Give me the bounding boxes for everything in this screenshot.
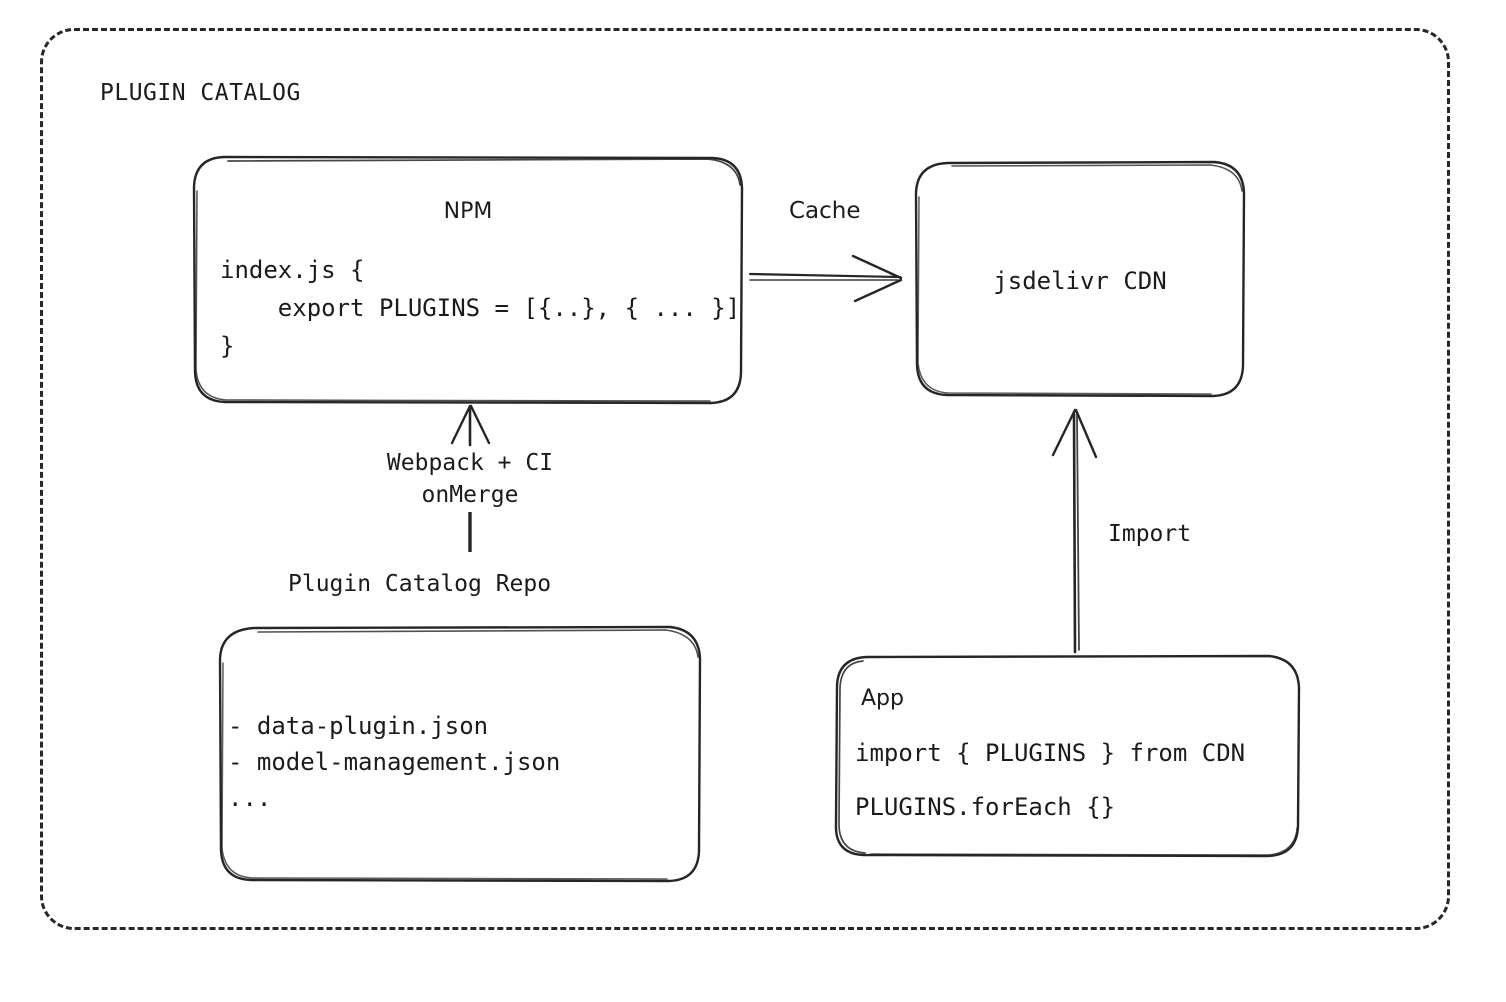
cdn-box-outline [914,160,1246,398]
app-code-line-1: PLUGINS.forEach {} [855,793,1116,821]
edge-label-onmerge: onMerge [421,482,519,508]
repo-box-outline [218,625,702,883]
node-cdn[interactable]: jsdelivr CDN [914,160,1246,398]
diagram-title: PLUGIN CATALOG [100,80,301,106]
edge-label-import: Import [1108,521,1192,547]
node-npm[interactable]: NPM index.js { export PLUGINS = [{..}, {… [192,155,744,405]
node-app[interactable]: App import { PLUGINS } from CDN PLUGINS.… [833,654,1301,858]
npm-code-line-0: index.js { [220,256,365,284]
plugin-catalog-boundary [40,28,1450,930]
repo-file-line-1: - model-management.json [228,748,561,776]
repo-file-line-0: - data-plugin.json [228,712,489,740]
edge-label-webpack-ci: Webpack + CI [386,450,554,476]
app-code-line-0: import { PLUGINS } from CDN [855,739,1246,767]
repo-file-line-2: ... [228,784,272,812]
npm-code-line-2: } [220,332,235,360]
npm-box-outline [192,155,744,405]
npm-heading: NPM [443,199,493,224]
edge-label-cache: Cache [789,198,861,224]
repo-caption: Plugin Catalog Repo [288,571,552,597]
npm-code-line-1: export PLUGINS = [{..}, { ... }] [220,294,741,322]
app-box-outline [834,654,1301,858]
node-repo[interactable]: - data-plugin.json - model-management.js… [218,625,702,883]
app-heading: App [861,686,904,711]
cdn-heading: jsdelivr CDN [993,267,1167,295]
